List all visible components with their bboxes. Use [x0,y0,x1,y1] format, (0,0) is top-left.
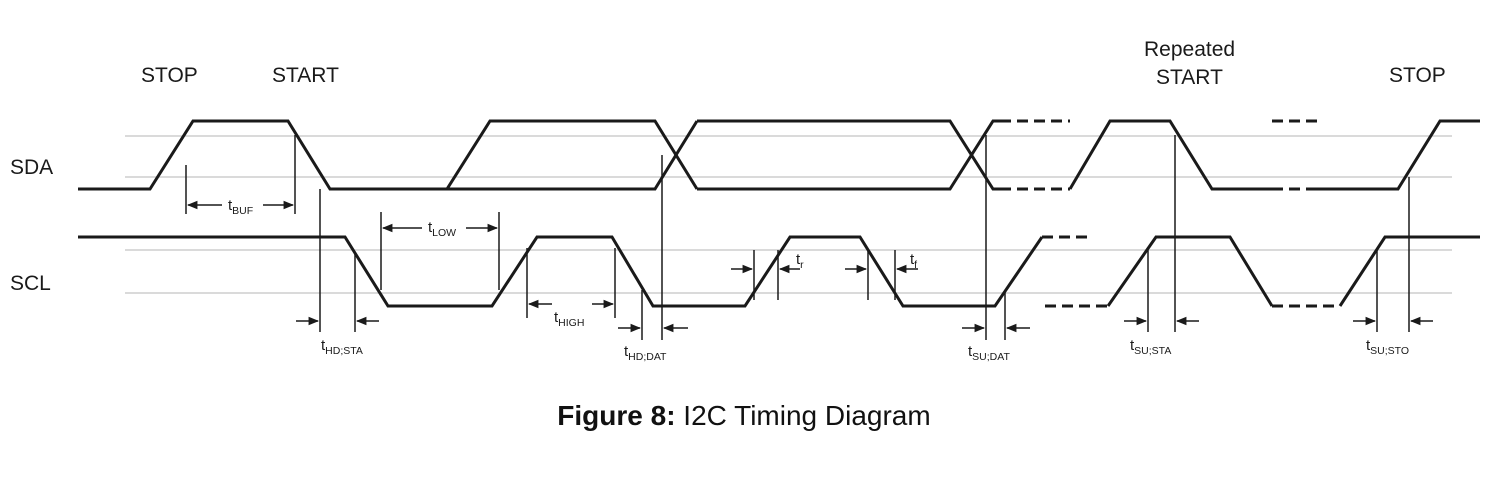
t-hd-dat-label: tHD;DAT [624,343,667,363]
sda-label: SDA [10,156,53,179]
t-hd-sta-label: tHD;STA [321,337,363,357]
stop-label-1: STOP [141,64,198,87]
figure-caption: Figure 8: I2C Timing Diagram [0,400,1488,432]
t-low-label: tLOW [428,219,456,239]
t-su-sto-label: tSU;STO [1366,337,1409,357]
t-high-label: tHIGH [554,309,584,329]
t-buf-label: tBUF [228,197,253,217]
start-label: START [272,64,339,87]
timing-verticals [185,135,1410,340]
sda-waveform [78,119,1480,191]
reference-lines [125,135,1452,294]
i2c-timing-diagram: STOP START Repeated START STOP SDA SCL [10,38,1480,363]
t-r-label: tr [796,251,804,271]
t-su-dat-label: tSU;DAT [968,343,1010,363]
t-su-sta-label: tSU;STA [1130,337,1171,357]
figure-title: I2C Timing Diagram [675,400,931,431]
stop-label-2: STOP [1389,64,1446,87]
timing-arrows [186,200,1433,333]
repeated-start-label: START [1156,66,1223,89]
scl-waveform [78,235,1480,308]
figure-number: Figure 8: [557,400,676,431]
t-f-label: tf [910,251,917,271]
scl-label: SCL [10,272,51,295]
repeated-label: Repeated [1144,38,1235,61]
